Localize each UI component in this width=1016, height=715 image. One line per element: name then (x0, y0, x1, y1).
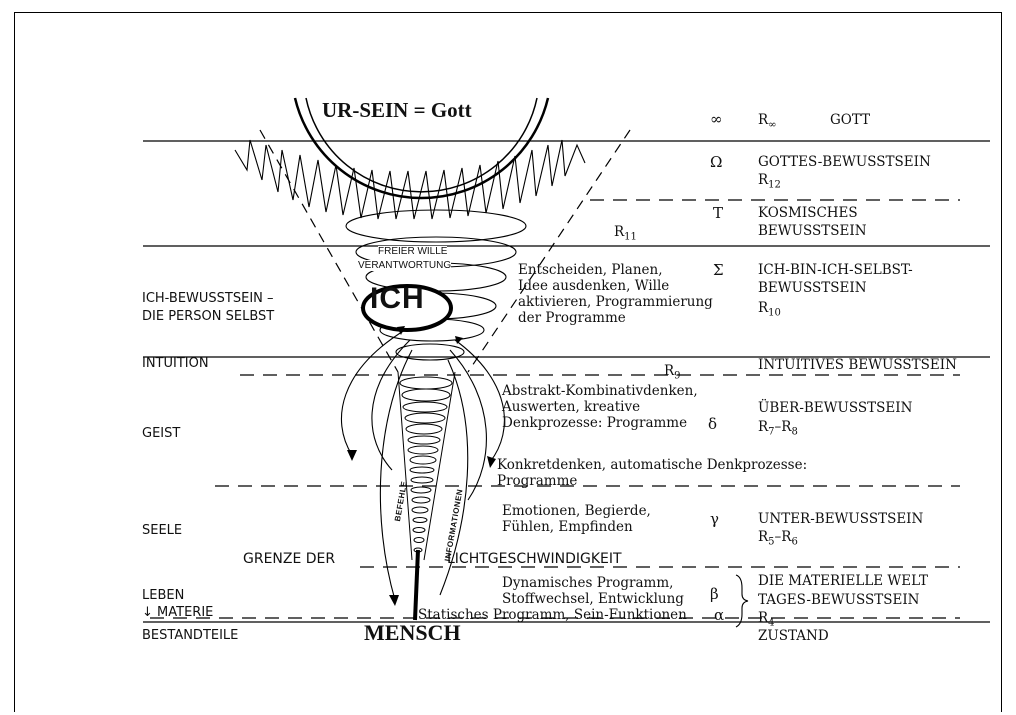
kosmisches-bewusstsein-label: BEWUSSTSEIN (758, 223, 867, 239)
sigma-symbol: Σ (713, 262, 724, 278)
seele-label: SEELE (142, 523, 182, 539)
konkret-text: Konkretdenken, automatische Denkprozesse… (497, 457, 807, 473)
statisch-text: Statisches Programm, Sein-Funktionen (418, 607, 687, 623)
geist-label: GEIST (142, 426, 180, 442)
omega-symbol: Ω (710, 154, 722, 170)
alpha-symbol: α (714, 607, 724, 623)
emotionen-text: Emotionen, Begierde, Fühlen, Empfinden (502, 503, 651, 535)
r9-label: R9 (664, 363, 681, 385)
ueber-bewusstsein-label: ÜBER-BEWUSSTSEIN (758, 400, 912, 416)
verantwortung-label: VERANTWORTUNG (358, 260, 451, 271)
tages-bewusstsein-label: TAGES-BEWUSSTSEIN (758, 592, 920, 608)
freier-wille-label: FREIER WILLE (378, 246, 447, 257)
r10-label: R10 (758, 300, 781, 322)
dynamisch-text: Dynamisches Programm, Stoffwechsel, Entw… (502, 575, 684, 607)
tau-symbol: T (713, 205, 723, 221)
entscheiden-text: Entscheiden, Planen, Idee ausdenken, Wil… (518, 262, 713, 326)
die-person-selbst-label: DIE PERSON SELBST (142, 309, 274, 325)
r7-r8-label: R7–R8 (758, 419, 798, 441)
bestandteile-label: BESTANDTEILE (142, 628, 238, 644)
intuition-label: INTUITION (142, 356, 209, 372)
gottes-bewusstsein-label: GOTTES-BEWUSSTSEIN (758, 154, 931, 170)
beta-symbol: β (710, 586, 719, 602)
r11-label: R11 (614, 224, 637, 246)
grenze-der-label: GRENZE DER (243, 551, 335, 567)
r12-label: R12 (758, 172, 781, 194)
beta-brace (736, 575, 748, 627)
zustand-label: ZUSTAND (758, 628, 829, 644)
mensch-label: MENSCH (364, 625, 461, 641)
infinity-symbol: ∞ (710, 111, 723, 127)
gamma-symbol: γ (710, 511, 719, 527)
ur-sein-title: UR-SEIN = Gott (322, 102, 472, 118)
jagged-flame-ring (235, 140, 585, 219)
lichtgeschwindigkeit-label: LICHTGESCHWINDIGKEIT (447, 551, 622, 567)
kosmisches-label: KOSMISCHES (758, 205, 858, 221)
ich-label: ICH (370, 291, 425, 307)
leben-label: LEBEN (142, 588, 184, 604)
gott-label: GOTT (830, 112, 870, 128)
abstrakt-text: Abstrakt-Kombinativdenken, Auswerten, kr… (502, 383, 698, 431)
materie-label: ↓ MATERIE (142, 605, 213, 621)
lower-coil (400, 377, 452, 552)
programme-text: Programme (497, 473, 577, 489)
r-infinity-label: R∞ (758, 112, 777, 134)
ich-bin-bewusstsein-label: BEWUSSTSEIN (758, 280, 867, 296)
unter-bewusstsein-label: UNTER-BEWUSSTSEIN (758, 511, 923, 527)
solid-level-lines (143, 141, 990, 622)
ich-bewusstsein-label: ICH-BEWUSSTSEIN – (142, 291, 274, 307)
intuitives-bewusstsein-label: INTUITIVES BEWUSSTSEIN (758, 357, 957, 373)
ich-bin-label: ICH-BIN-ICH-SELBST- (758, 262, 913, 278)
delta-symbol: δ (708, 416, 717, 432)
r5-r6-label: R5–R6 (758, 529, 798, 551)
materielle-welt-label: DIE MATERIELLE WELT (758, 573, 928, 589)
